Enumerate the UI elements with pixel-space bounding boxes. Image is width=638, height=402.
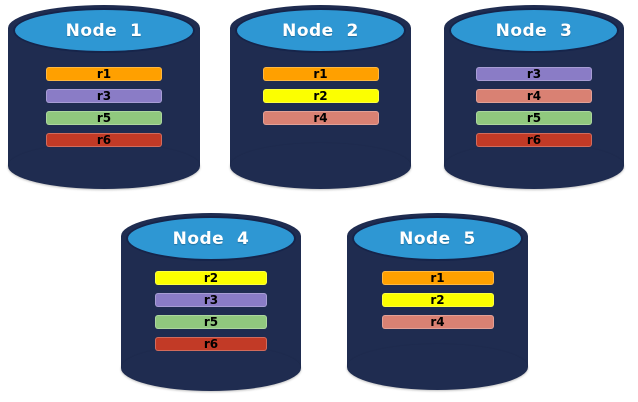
replica-bar-r1: r1 <box>262 67 379 81</box>
node-cylinder-1: Node 1 r1 r3 r5 r6 <box>8 5 200 189</box>
replica-bar-r6: r6 <box>46 133 162 147</box>
replica-bar-list: r3 r4 r5 r6 <box>444 67 624 147</box>
node-title: Node 3 <box>495 20 573 41</box>
replica-bar-r3: r3 <box>46 89 162 103</box>
replica-bar-r5: r5 <box>46 111 162 125</box>
replica-label: r2 <box>203 271 219 285</box>
replica-bar-list: r1 r2 r4 <box>347 271 528 329</box>
replica-label: r6 <box>96 133 112 147</box>
replica-label: r6 <box>203 337 219 351</box>
cylinder-bottom <box>444 143 624 189</box>
replica-bar-list: r1 r3 r5 r6 <box>8 67 200 147</box>
node-cylinder-5: Node 5 r1 r2 r4 <box>347 213 528 390</box>
replica-label: r4 <box>526 89 542 103</box>
node-cylinder-4: Node 4 r2 r3 r5 r6 <box>121 213 301 391</box>
replica-label: r5 <box>526 111 542 125</box>
replica-label: r3 <box>203 293 219 307</box>
replica-bar-r6: r6 <box>155 337 267 351</box>
cylinder-bottom <box>121 345 301 391</box>
replica-label: r2 <box>430 293 445 307</box>
replica-bar-r2: r2 <box>155 271 267 285</box>
replica-label: r5 <box>203 315 219 329</box>
replica-bar-r6: r6 <box>476 133 592 147</box>
replica-bar-r5: r5 <box>476 111 592 125</box>
replica-label: r3 <box>526 67 542 81</box>
node-title: Node 5 <box>399 228 476 249</box>
replica-label: r1 <box>96 67 112 81</box>
cylinder-bottom <box>347 344 528 390</box>
cylinder-top-face: Node 5 <box>352 216 523 261</box>
node-title: Node 2 <box>282 20 359 41</box>
replica-label: r4 <box>313 111 328 125</box>
replica-bar-r2: r2 <box>262 89 379 103</box>
cylinder-top-face: Node 2 <box>235 8 406 53</box>
replica-label: r5 <box>96 111 112 125</box>
replica-label: r1 <box>313 67 328 81</box>
cylinder-top-face: Node 3 <box>449 8 619 53</box>
replica-label: r2 <box>313 89 328 103</box>
replica-label: r6 <box>526 133 542 147</box>
replica-bar-list: r2 r3 r5 r6 <box>121 271 301 351</box>
replica-label: r3 <box>96 89 112 103</box>
replica-bar-r1: r1 <box>46 67 162 81</box>
node-cylinder-2: Node 2 r1 r2 r4 <box>230 5 411 189</box>
replica-label: r4 <box>430 315 445 329</box>
replica-bar-list: r1 r2 r4 <box>230 67 411 125</box>
node-title: Node 4 <box>172 228 250 249</box>
replica-bar-r4: r4 <box>262 111 379 125</box>
cylinder-top-face: Node 1 <box>13 8 195 53</box>
replica-bar-r3: r3 <box>476 67 592 81</box>
node-cylinder-3: Node 3 r3 r4 r5 r6 <box>444 5 624 189</box>
replica-bar-r3: r3 <box>155 293 267 307</box>
cylinder-bottom <box>230 143 411 189</box>
node-title: Node 1 <box>65 20 143 41</box>
replica-bar-r4: r4 <box>476 89 592 103</box>
cylinder-top-face: Node 4 <box>126 216 296 261</box>
cylinder-bottom <box>8 143 200 189</box>
replica-bar-r5: r5 <box>155 315 267 329</box>
replica-label: r1 <box>430 271 445 285</box>
replica-bar-r4: r4 <box>381 315 494 329</box>
replica-bar-r2: r2 <box>381 293 494 307</box>
replica-bar-r1: r1 <box>381 271 494 285</box>
